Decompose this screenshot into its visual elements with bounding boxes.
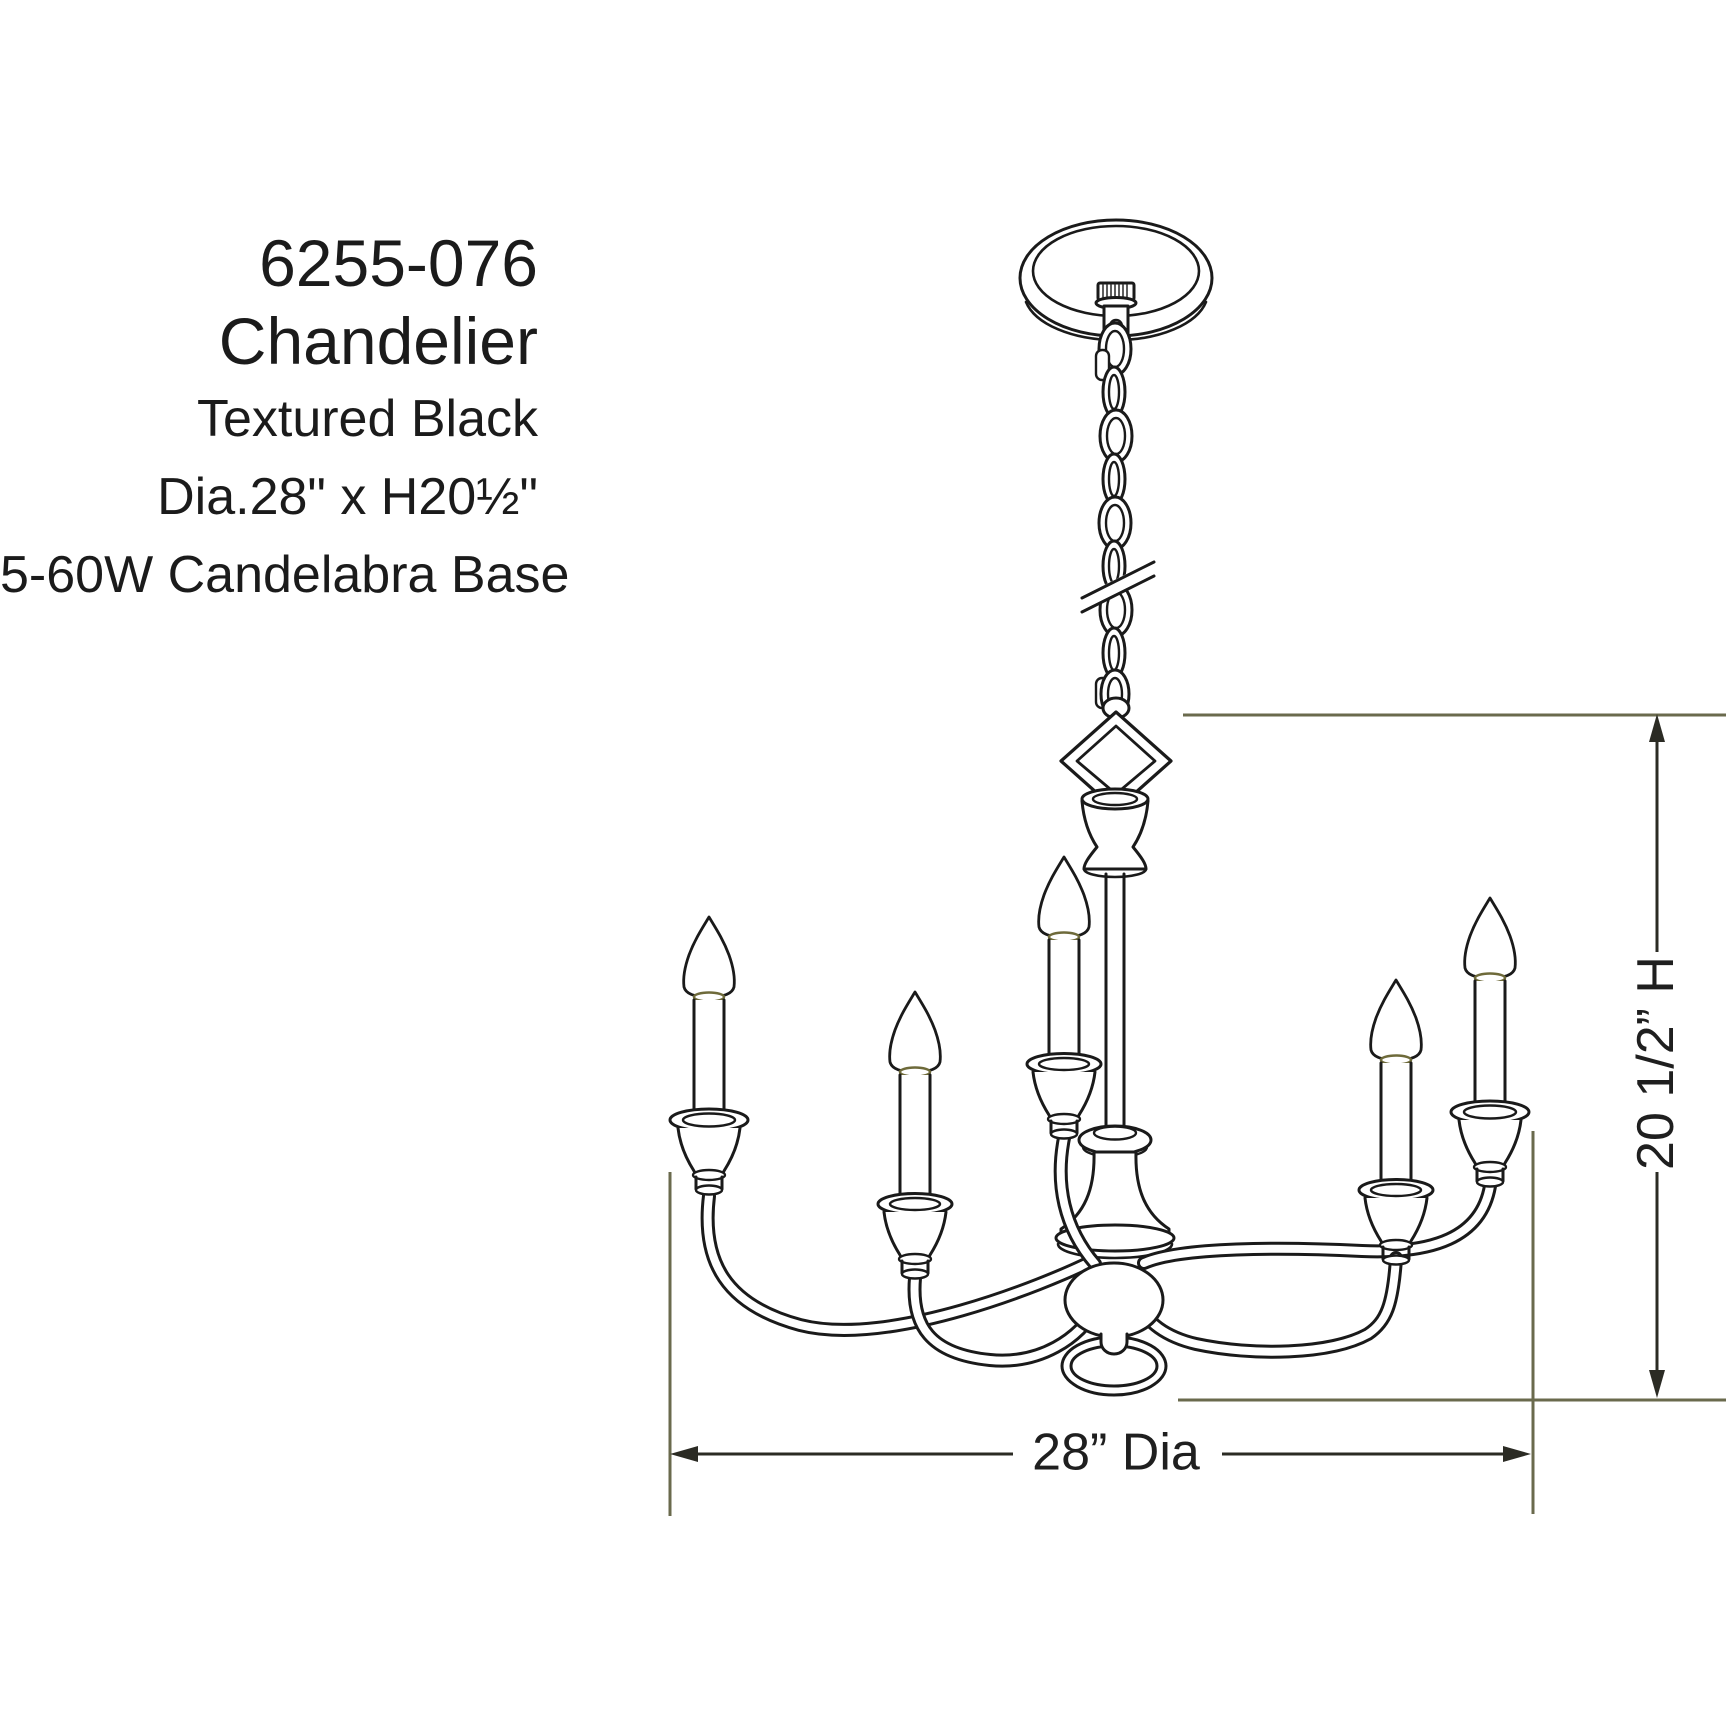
arrow-left-icon: [670, 1446, 698, 1462]
candle-far-left: [668, 915, 750, 1196]
candle-cup: [1363, 1196, 1429, 1247]
bulb: [682, 915, 736, 999]
bell-coupler: [1080, 787, 1150, 879]
arm-far-right: [1137, 1179, 1497, 1270]
candle-center: [1025, 855, 1103, 1140]
product-finish: Textured Black: [196, 390, 538, 448]
candle-cup: [882, 1210, 948, 1261]
product-lamping: 5-60W Candelabra Base: [0, 546, 570, 604]
bottom-ring: [1060, 1332, 1168, 1397]
chandelier-arms: [700, 1131, 1497, 1368]
arm-center: [1053, 1131, 1102, 1271]
arm-mid-right: [1131, 1251, 1403, 1359]
ring-stub: [1099, 1332, 1129, 1356]
candle-cup: [676, 1126, 742, 1177]
product-size: Dia.28" x H20½": [157, 468, 538, 526]
candle-mid-right: [1357, 978, 1435, 1266]
bulb: [1369, 978, 1423, 1062]
height-dimension-label: 20 1/2” H: [1627, 956, 1685, 1170]
hanging-chain: [1094, 321, 1134, 720]
arm-far-left: [700, 1189, 1097, 1337]
candle-far-right: [1449, 896, 1531, 1188]
center-column: [1104, 872, 1126, 1138]
candle-cup: [1457, 1118, 1523, 1169]
bulb: [1463, 896, 1517, 980]
diameter-dimension-label: 28” Dia: [1032, 1423, 1200, 1482]
bulb: [888, 990, 942, 1074]
candle-cup: [1031, 1070, 1097, 1121]
arrow-down-icon: [1649, 1370, 1665, 1398]
extension-lines: [668, 713, 1726, 1516]
ceiling-canopy: [1018, 218, 1214, 342]
product-type: Chandelier: [218, 304, 538, 378]
arrow-up-icon: [1649, 714, 1665, 742]
bulb: [1037, 855, 1091, 939]
height-dimension: [1649, 714, 1665, 1398]
arrow-right-icon: [1503, 1446, 1531, 1462]
candle-mid-left: [876, 990, 954, 1280]
center-ball: [1063, 1261, 1165, 1339]
product-spec-block: 6255-076 Chandelier Textured Black Dia.2…: [0, 224, 570, 614]
product-model: 6255-076: [259, 226, 538, 300]
chain-break-mark: [1075, 560, 1161, 614]
arm-mid-left: [907, 1271, 1103, 1368]
diameter-dimension: [670, 1446, 1531, 1462]
